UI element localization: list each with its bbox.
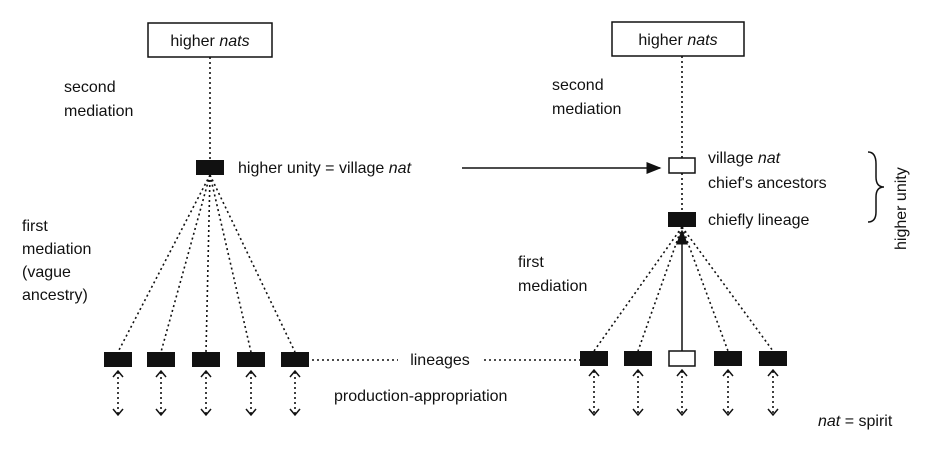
right-lineage-block-1: [580, 351, 608, 366]
right-structure: higher nats second mediation village nat…: [518, 21, 910, 417]
right-fan-line-5: [681, 226, 774, 352]
higher-unity-brace: [867, 151, 885, 223]
right-fan-line-4: [681, 226, 729, 352]
left-lineage-block-1: [104, 352, 132, 367]
right-second-mediation-line-2: mediation: [552, 101, 621, 118]
right-lineage-block-4: [714, 351, 742, 366]
higher-unity-vertical-label: higher unity: [893, 167, 910, 250]
left-second-mediation-line-2: mediation: [64, 103, 133, 120]
right-first-mediation-line-2: mediation: [518, 278, 587, 295]
right-chiefly-lineage-label: chiefly lineage: [708, 212, 810, 229]
left-first-mediation-line-1: first: [22, 218, 48, 235]
left-lineage-block-3: [192, 352, 220, 367]
left-first-mediation-line-3: (vague: [22, 264, 71, 281]
left-higher-unity-label: higher unity = village nat: [238, 160, 412, 177]
right-fan-line-1: [593, 226, 683, 352]
right-chiefs-ancestors-label: chief's ancestors: [708, 175, 827, 192]
left-village-nat-node: [196, 160, 224, 175]
lineages-label: lineages: [410, 352, 470, 369]
legend-nat-spirit: nat = spirit: [818, 413, 893, 430]
left-structure: higher nats second mediation higher unit…: [22, 22, 412, 417]
right-lineage-block-3-hollow: [668, 350, 696, 367]
production-appropriation-label: production-appropriation: [334, 388, 507, 405]
right-fan-line-2: [637, 226, 683, 352]
right-higher-nats-label: higher nats: [638, 32, 717, 49]
left-higher-nats-box: [147, 22, 273, 58]
left-second-mediation-line-1: second: [64, 79, 116, 96]
left-first-mediation-line-2: mediation: [22, 241, 91, 258]
right-lineage-block-5: [759, 351, 787, 366]
left-lineage-block-2: [147, 352, 175, 367]
left-lineage-block-4: [237, 352, 265, 367]
left-fan-line-4: [209, 174, 252, 353]
left-fan-line-2: [160, 174, 211, 353]
left-first-mediation-line-4: ancestry): [22, 287, 88, 304]
right-chiefly-lineage-node: [668, 212, 696, 227]
right-lineage-block-2: [624, 351, 652, 366]
left-lineage-block-5: [281, 352, 309, 367]
right-first-mediation-line-1: first: [518, 254, 544, 271]
left-higher-nats-label: higher nats: [170, 33, 249, 50]
right-higher-nats-box: [611, 21, 745, 57]
right-village-nat-label: village nat: [708, 150, 781, 167]
left-fan-line-1: [117, 174, 211, 353]
left-production-arrows: [112, 369, 301, 417]
left-fan-line-3: [205, 174, 211, 353]
right-second-mediation-line-1: second: [552, 77, 604, 94]
right-village-nat-node: [668, 157, 696, 174]
right-production-arrows: [588, 368, 779, 417]
left-fan-line-5: [209, 174, 296, 353]
